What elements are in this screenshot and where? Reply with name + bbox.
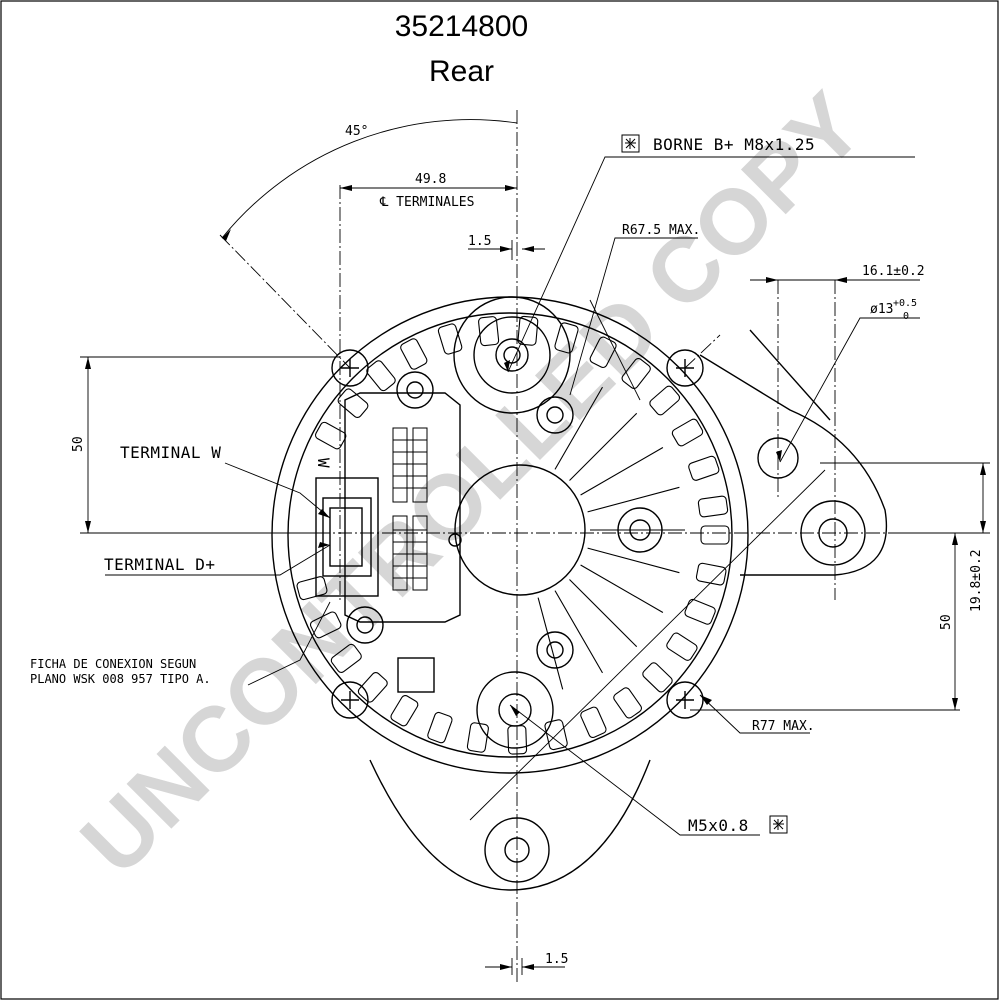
vent-slot xyxy=(309,611,342,639)
hole-tol-lower-label: 0 xyxy=(903,311,909,322)
vent-slot xyxy=(684,598,716,625)
radial-rib xyxy=(580,447,664,496)
dim-left-50-label: 50 xyxy=(71,436,86,452)
hole-diameter-label: ø13 xyxy=(870,302,893,317)
terminal-w-label: TERMINAL W xyxy=(120,443,221,462)
vent-slots xyxy=(296,315,730,755)
vent-slot xyxy=(296,576,328,601)
cl-terminales-label: ℄ TERMINALES xyxy=(379,195,474,210)
dim-mount-width-label: 16.1±0.2 xyxy=(862,264,925,279)
radial-rib xyxy=(537,597,564,690)
dim-terminals-label: 49.8 xyxy=(415,172,446,187)
vent-slot xyxy=(649,385,681,416)
vent-slot xyxy=(544,719,568,751)
vent-slot xyxy=(400,338,428,370)
radial-ribs xyxy=(537,386,685,690)
m5-label: M5x0.8 xyxy=(688,816,749,835)
borne-label: BORNE B+ M8x1.25 xyxy=(653,135,815,154)
vent-slot xyxy=(688,455,720,481)
radial-rib xyxy=(587,486,680,513)
radial-rib xyxy=(569,579,638,648)
vent-slot xyxy=(613,687,642,719)
radial-rib xyxy=(554,590,603,674)
vent-slot xyxy=(390,695,419,727)
vent-slot xyxy=(697,495,729,518)
terminal-d-label: TERMINAL D+ xyxy=(104,555,215,574)
ficha-line2-label: PLANO WSK 008 957 TIPO A. xyxy=(30,672,211,686)
part-number-title: 35214800 xyxy=(394,10,529,43)
connector-w-mark: W xyxy=(314,458,333,468)
vent-slot xyxy=(314,421,347,450)
view-title: Rear xyxy=(428,55,495,88)
vent-slot xyxy=(517,315,539,346)
vent-slot xyxy=(357,671,388,703)
vent-slot xyxy=(700,525,730,545)
radial-rib xyxy=(580,564,664,613)
dim-offset-top-label: 1.5 xyxy=(468,234,491,249)
vent-slot xyxy=(366,360,396,392)
center-lines xyxy=(219,110,900,985)
dimension-lines xyxy=(80,119,990,975)
r-max-top-label: R67.5 MAX. xyxy=(622,223,700,238)
radial-rib xyxy=(587,547,680,574)
vent-slot xyxy=(507,725,528,755)
vent-slot xyxy=(427,711,453,744)
vent-slot xyxy=(621,357,651,390)
vent-slot xyxy=(437,323,463,355)
dim-offset-bottom-label: 1.5 xyxy=(545,952,568,967)
vent-slot xyxy=(478,316,500,347)
vent-slot xyxy=(554,322,579,354)
vent-slot xyxy=(330,643,362,673)
vent-slot xyxy=(666,632,698,661)
ficha-line1-label: FICHA DE CONEXION SEGUN xyxy=(30,657,196,671)
vent-slot xyxy=(337,388,369,419)
vent-slot xyxy=(642,662,673,693)
vent-slot xyxy=(695,562,727,586)
r-max-bottom-label: R77 MAX. xyxy=(752,719,815,734)
vent-slot xyxy=(671,418,704,447)
radial-rib xyxy=(554,386,603,470)
vent-slot xyxy=(466,722,489,753)
arrowheads xyxy=(85,185,986,970)
dim-right-50-label: 50 xyxy=(939,614,954,630)
dim-right-198-label: 19.8±0.2 xyxy=(969,549,984,612)
hole-tol-upper-label: +0.5 xyxy=(893,298,917,309)
rectifier-fins xyxy=(392,427,428,591)
angle-label: 45° xyxy=(345,124,368,139)
star-symbol-boxes xyxy=(621,134,788,834)
radial-rib xyxy=(569,412,638,481)
vent-slot xyxy=(580,706,607,739)
